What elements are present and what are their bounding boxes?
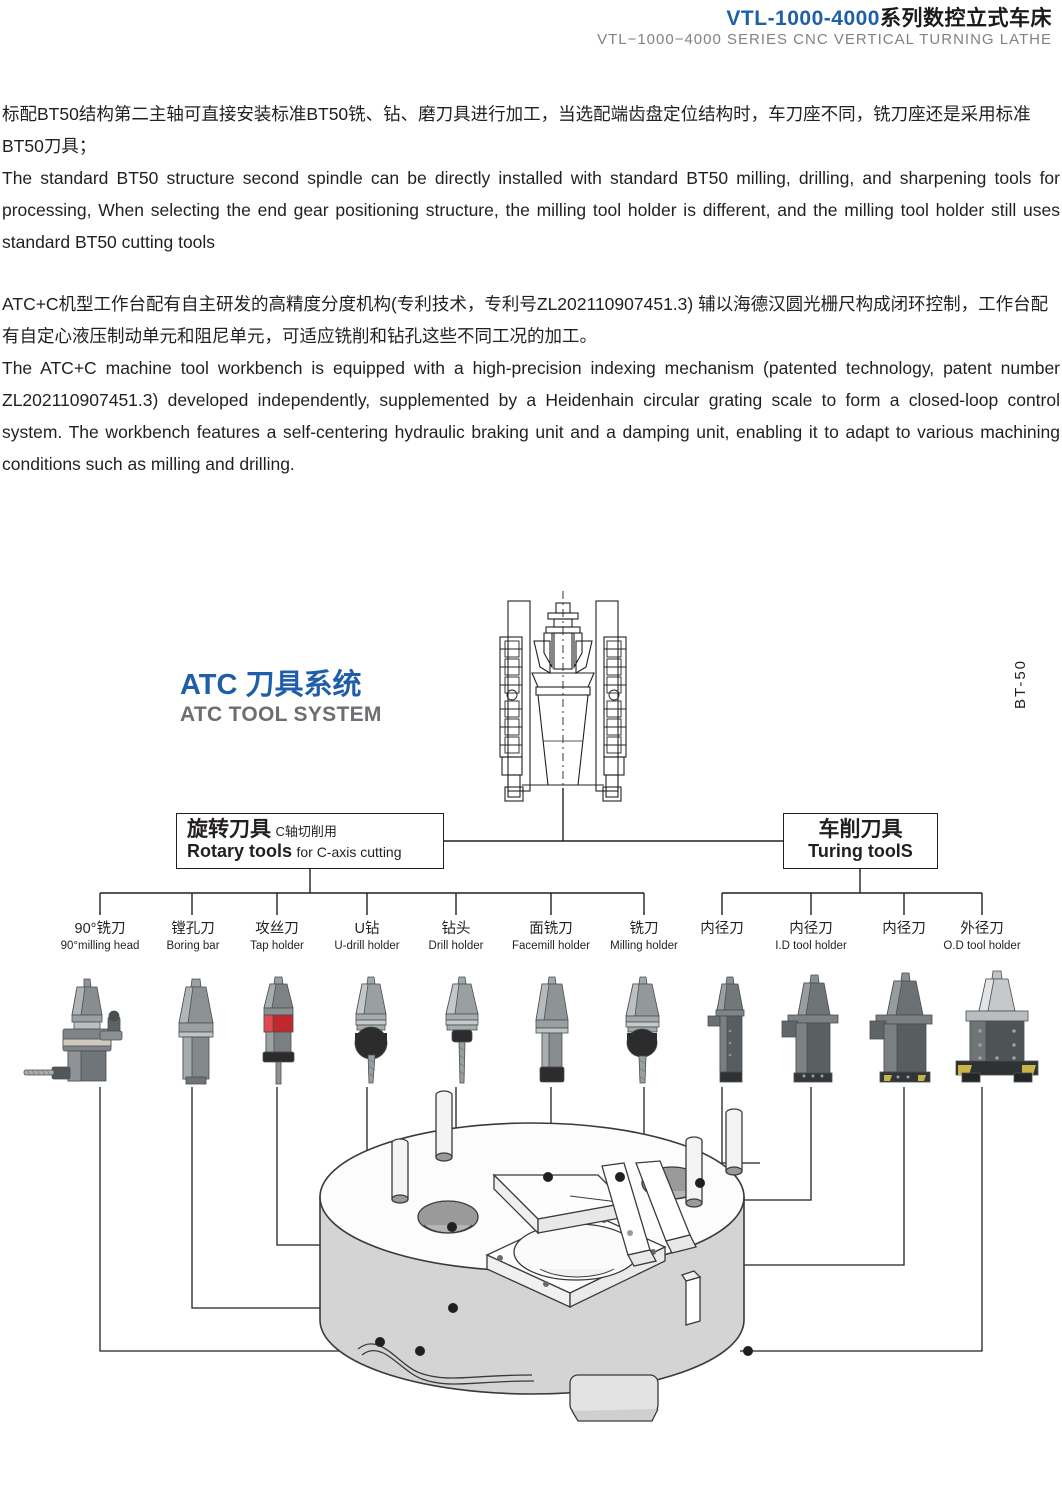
tool-label-10-cn: 外径刀 bbox=[960, 921, 1004, 937]
tool-label-3-en: U-drill holder bbox=[334, 940, 400, 952]
category-rotary-en-row: Rotary tools for C-axis cutting bbox=[187, 841, 433, 862]
tool-image-id-tool-holder-1 bbox=[700, 975, 756, 1085]
tool-image-90-milling-head bbox=[22, 975, 132, 1085]
page-header: VTL-1000-4000系列数控立式车床 VTL−1000−4000 SERI… bbox=[0, 0, 1062, 58]
paragraph-2: ATC+C机型工作台配有自主研发的高精度分度机构(专利技术，专利号ZL20211… bbox=[2, 288, 1060, 480]
header-title-suffix: 系列数控立式车床 bbox=[880, 7, 1052, 30]
tool-image-facemill-holder bbox=[530, 975, 576, 1085]
category-rotary-cn-main: 旋转刀具 bbox=[187, 817, 271, 841]
tool-label-8: 内径刀 I.D tool holder bbox=[751, 920, 871, 954]
paragraph-2-cn: ATC+C机型工作台配有自主研发的高精度分度机构(专利技术，专利号ZL20211… bbox=[2, 294, 1049, 346]
tool-label-5: 面铣刀 Facemill holder bbox=[490, 920, 612, 954]
tool-label-10-en: O.D tool holder bbox=[943, 940, 1021, 952]
tool-label-2-cn: 攻丝刀 bbox=[255, 921, 299, 937]
tool-image-id-tool-holder-3 bbox=[868, 971, 940, 1085]
atc-tool-system-diagram: ATC 刀具系统 ATC TOOL SYSTEM bbox=[0, 575, 1062, 1485]
header-subtitle-en: VTL−1000−4000 SERIES CNC VERTICAL TURNIN… bbox=[597, 31, 1052, 48]
tool-illustration-row bbox=[0, 970, 1062, 1085]
tool-image-milling-holder bbox=[620, 975, 668, 1085]
tool-label-2: 攻丝刀 Tap holder bbox=[222, 920, 332, 954]
tool-label-4-cn: 钻头 bbox=[441, 921, 471, 937]
category-rotary-en-sub: for C-axis cutting bbox=[296, 844, 402, 861]
tool-label-row: 90°铣刀 90°milling head 镗孔刀 Boring bar 攻丝刀… bbox=[0, 920, 1062, 965]
tool-label-4-en: Drill holder bbox=[428, 940, 484, 952]
tool-label-8-en: I.D tool holder bbox=[775, 940, 847, 952]
tool-label-1-cn: 镗孔刀 bbox=[171, 921, 215, 937]
rotary-table-illustration bbox=[99, 1087, 983, 1422]
tool-label-9: 内径刀 bbox=[854, 920, 954, 938]
tool-image-boring-bar bbox=[168, 977, 224, 1085]
diagram-title: ATC 刀具系统 ATC TOOL SYSTEM bbox=[180, 669, 382, 728]
connector-lines bbox=[99, 788, 983, 915]
category-box-turning-tools[interactable]: 车削刀具 Turing toolS bbox=[783, 813, 938, 869]
diagram-title-en: ATC TOOL SYSTEM bbox=[180, 702, 382, 726]
tool-image-u-drill-holder bbox=[348, 975, 396, 1085]
paragraph-2-en: The ATC+C machine tool workbench is equi… bbox=[2, 358, 1060, 474]
tool-label-1: 镗孔刀 Boring bar bbox=[138, 920, 248, 954]
tool-label-5-en: Facemill holder bbox=[512, 940, 590, 952]
tool-label-4: 钻头 Drill holder bbox=[403, 920, 509, 954]
tool-label-1-en: Boring bar bbox=[166, 940, 220, 952]
tool-label-5-cn: 面铣刀 bbox=[529, 921, 573, 937]
category-turning-en-row: Turing toolS bbox=[794, 841, 927, 862]
tool-image-drill-holder bbox=[440, 975, 486, 1085]
category-box-rotary-tools[interactable]: 旋转刀具 C轴切削用 Rotary tools for C-axis cutti… bbox=[176, 813, 444, 869]
tool-label-7-cn: 内径刀 bbox=[700, 921, 744, 937]
category-turning-cn-row: 车削刀具 bbox=[794, 818, 927, 842]
tool-label-3-cn: U钻 bbox=[354, 921, 380, 937]
diagram-title-cn: ATC 刀具系统 bbox=[180, 669, 362, 701]
category-rotary-cn-row: 旋转刀具 C轴切削用 bbox=[187, 818, 433, 842]
tool-label-3: U钻 U-drill holder bbox=[312, 920, 422, 954]
header-title-cn: VTL-1000-4000系列数控立式车床 bbox=[726, 2, 1052, 32]
tool-image-id-tool-holder-2 bbox=[780, 973, 846, 1085]
tool-label-6-cn: 铣刀 bbox=[629, 921, 659, 937]
tool-label-0-cn: 90°铣刀 bbox=[74, 921, 126, 937]
body-copy: 标配BT50结构第二主轴可直接安装标准BT50铣、钻、磨刀具进行加工，当选配端齿… bbox=[2, 98, 1060, 480]
bt50-spindle-drawing: BT-50 bbox=[488, 589, 1029, 809]
category-turning-cn-main: 车削刀具 bbox=[818, 817, 903, 841]
tool-label-6-en: Milling holder bbox=[610, 940, 678, 952]
category-rotary-cn-sub: C轴切削用 bbox=[275, 823, 337, 839]
paragraph-spacer bbox=[2, 258, 1060, 288]
tool-label-7: 内径刀 bbox=[672, 920, 772, 938]
tool-label-10: 外径刀 O.D tool holder bbox=[922, 920, 1042, 954]
tool-label-6: 铣刀 Milling holder bbox=[589, 920, 699, 954]
paragraph-1: 标配BT50结构第二主轴可直接安装标准BT50铣、钻、磨刀具进行加工，当选配端齿… bbox=[2, 98, 1060, 258]
tool-label-2-en: Tap holder bbox=[250, 940, 304, 952]
tool-image-tap-holder bbox=[256, 975, 304, 1085]
paragraph-1-cn: 标配BT50结构第二主轴可直接安装标准BT50铣、钻、磨刀具进行加工，当选配端齿… bbox=[2, 104, 1031, 156]
paragraph-1-en: The standard BT50 structure second spind… bbox=[2, 168, 1060, 252]
tool-image-od-tool-holder bbox=[948, 969, 1046, 1085]
tool-label-9-cn: 内径刀 bbox=[882, 921, 926, 937]
category-rotary-en-main: Rotary tools bbox=[187, 841, 293, 862]
tool-label-0: 90°铣刀 90°milling head bbox=[40, 920, 160, 954]
header-model-number: VTL-1000-4000 bbox=[726, 7, 880, 30]
tool-label-8-cn: 内径刀 bbox=[789, 921, 833, 937]
tool-label-0-en: 90°milling head bbox=[60, 940, 140, 952]
category-turning-en-main: Turing toolS bbox=[808, 841, 913, 862]
